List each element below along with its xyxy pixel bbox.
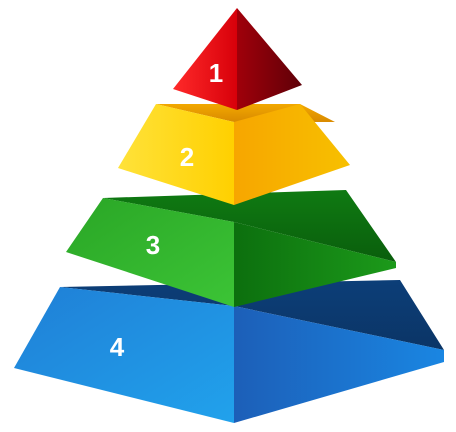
tier-3-label: 3: [146, 230, 160, 260]
tier-4-label: 4: [110, 332, 125, 362]
tier-1: 1: [173, 8, 302, 110]
tier-4-top-face: [60, 280, 444, 350]
tier-2-right-face: [234, 104, 350, 205]
tier-1-right-face: [237, 8, 302, 110]
tier-1-left-face: [173, 8, 237, 110]
tier-2-label: 2: [180, 142, 194, 172]
tier-2: 2: [118, 104, 350, 205]
tier-3-right-face: [234, 222, 396, 307]
tier-3: 3: [66, 190, 396, 307]
tier-4: 4: [14, 280, 444, 423]
tier-4-left-face: [14, 287, 234, 423]
tier-3-top-face: [103, 190, 396, 262]
tier-2-left-face: [118, 104, 234, 205]
tier-4-right-face: [234, 306, 444, 423]
tier-1-label: 1: [209, 58, 223, 88]
tier-3-left-face: [66, 198, 234, 307]
